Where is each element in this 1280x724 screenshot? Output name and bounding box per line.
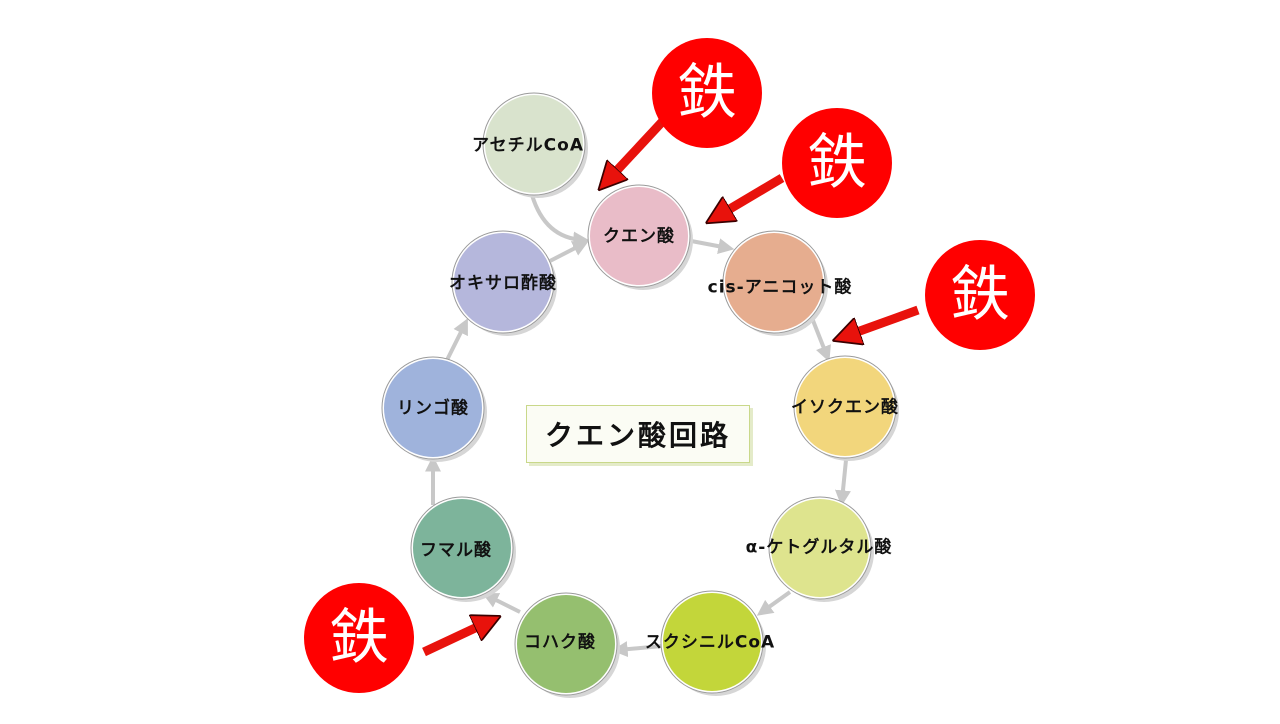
node-circle-8-disc (452, 231, 554, 333)
node-label-malate: リンゴ酸 (397, 398, 469, 419)
iron-marker-1: 鉄 (652, 38, 762, 148)
node-label-alpha-ketoglutarate: α-ケトグルタル酸 (745, 537, 893, 558)
node-label-citrate: クエン酸 (603, 226, 675, 247)
arrow-ketoglutarate-to-succinylcoa (756, 590, 792, 616)
arrow-citrate-to-cisaconitate (685, 238, 735, 255)
node-circle-8-ring (451, 230, 555, 334)
cycle-arrows (425, 194, 851, 658)
node-circle-5-ring (514, 592, 618, 696)
iron-marker-2: 鉄 (782, 108, 892, 218)
arrow-isocitrate-to-ketoglutarate (834, 459, 851, 507)
node-circle-1-disc (723, 231, 825, 333)
node-circle-8 (451, 230, 557, 336)
iron-arrow-4 (422, 622, 488, 657)
node-circle-7 (381, 356, 487, 462)
iron-marker-label: 鉄 (950, 260, 1010, 330)
node-circles (381, 92, 899, 698)
arrow-malate-to-oxaloacetate (445, 318, 468, 361)
iron-marker-label: 鉄 (329, 603, 389, 673)
iron-arrow-3 (846, 305, 920, 336)
node-circle-0-ring (587, 184, 691, 288)
node-circle-2-ring (793, 355, 897, 459)
iron-marker-3: 鉄 (925, 240, 1035, 350)
node-circle-1 (722, 230, 828, 336)
iron-arrow-1 (608, 118, 666, 180)
node-circle-5-disc (515, 593, 617, 695)
node-circle-5 (514, 592, 620, 698)
node-circle-4-disc (661, 591, 763, 693)
node-circle-7-disc (382, 357, 484, 459)
node-circle-1-ring (722, 230, 826, 334)
arrow-succinate-to-fumarate (482, 593, 521, 614)
node-circle-6 (410, 496, 516, 602)
node-label-succinate: コハク酸 (524, 632, 596, 653)
arrow-cisaconitate-to-isocitrate (810, 317, 831, 362)
iron-arrows (422, 118, 920, 657)
node-circle-6-disc (411, 497, 513, 599)
iron-marker-4: 鉄 (304, 583, 414, 693)
iron-marker-label: 鉄 (807, 128, 867, 198)
node-circle-acetyl-coa-disc (483, 93, 585, 195)
arrow-acetylcoa-to-citrate (530, 194, 590, 248)
node-circle-6-ring (410, 496, 514, 600)
node-circle-3-ring (768, 496, 872, 600)
node-circle-2 (793, 355, 899, 461)
cycle-title: クエン酸回路 (544, 419, 731, 452)
node-circle-3 (768, 496, 874, 602)
cycle-title-box: クエン酸回路 (526, 405, 750, 463)
node-label-cis-aconitate: cis-アニコット酸 (707, 277, 853, 298)
node-label-fumarate: フマル酸 (420, 540, 492, 561)
iron-marker-label: 鉄 (677, 58, 737, 128)
node-circle-acetyl-coa-ring (482, 92, 586, 196)
arrow-oxaloacetate-to-citrate (547, 241, 589, 264)
node-circle-7-ring (381, 356, 485, 460)
node-circle-2-disc (794, 356, 896, 458)
arrow-succinylcoa-to-succinate (611, 641, 663, 658)
node-circle-3-disc (769, 497, 871, 599)
node-circle-4-ring (660, 590, 764, 694)
node-label-succinyl-coa: スクシニルCoA (644, 632, 776, 653)
node-circle-acetyl-coa (482, 92, 588, 198)
node-circle-4 (660, 590, 766, 696)
node-circle-0-disc (588, 185, 690, 287)
node-label-isocitrate: イソクエン酸 (791, 397, 899, 418)
iron-arrow-2 (718, 174, 785, 216)
node-circle-0 (587, 184, 693, 290)
node-label-acetyl-coa: アセチルCoA (472, 135, 584, 156)
node-label-oxaloacetate: オキサロ酢酸 (449, 273, 557, 294)
